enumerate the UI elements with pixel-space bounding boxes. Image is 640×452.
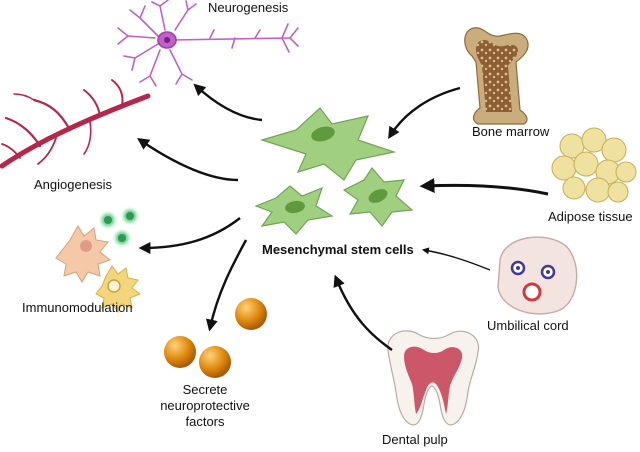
arrow-angiogenesis	[137, 137, 239, 182]
bone-icon	[464, 27, 529, 125]
arrow-secrete	[205, 239, 248, 332]
secreted-factors-icon	[164, 298, 267, 378]
arrows	[137, 83, 549, 351]
center-label: Mesenchymal stem cells	[262, 242, 414, 257]
arrow-bone-marrow	[388, 86, 461, 140]
label-angiogenesis: Angiogenesis	[34, 177, 113, 192]
arrow-umbilical	[421, 247, 491, 271]
label-neurogenesis: Neurogenesis	[208, 0, 289, 15]
label-secrete-factors: Secrete neuroprotective factors	[160, 382, 250, 429]
arrow-neurogenesis	[193, 83, 263, 122]
label-umbilical-cord: Umbilical cord	[487, 318, 569, 333]
arrow-immunomodulation	[138, 217, 241, 254]
arrow-dental-pulp	[333, 274, 393, 351]
immune-cells-icon	[55, 206, 142, 313]
neuron-icon	[117, 0, 299, 87]
arrow-adipose	[419, 178, 549, 196]
tooth-icon	[387, 330, 480, 426]
umbilical-cord-icon	[497, 236, 578, 315]
label-dental-pulp: Dental pulp	[382, 432, 448, 447]
blood-vessel-icon	[0, 79, 151, 169]
label-immunomodulation: Immunomodulation	[22, 300, 133, 315]
adipose-tissue-icon	[551, 127, 637, 203]
label-bone-marrow: Bone marrow	[472, 124, 550, 139]
msc-cells-icon	[254, 107, 414, 235]
label-adipose-tissue: Adipose tissue	[548, 209, 633, 224]
